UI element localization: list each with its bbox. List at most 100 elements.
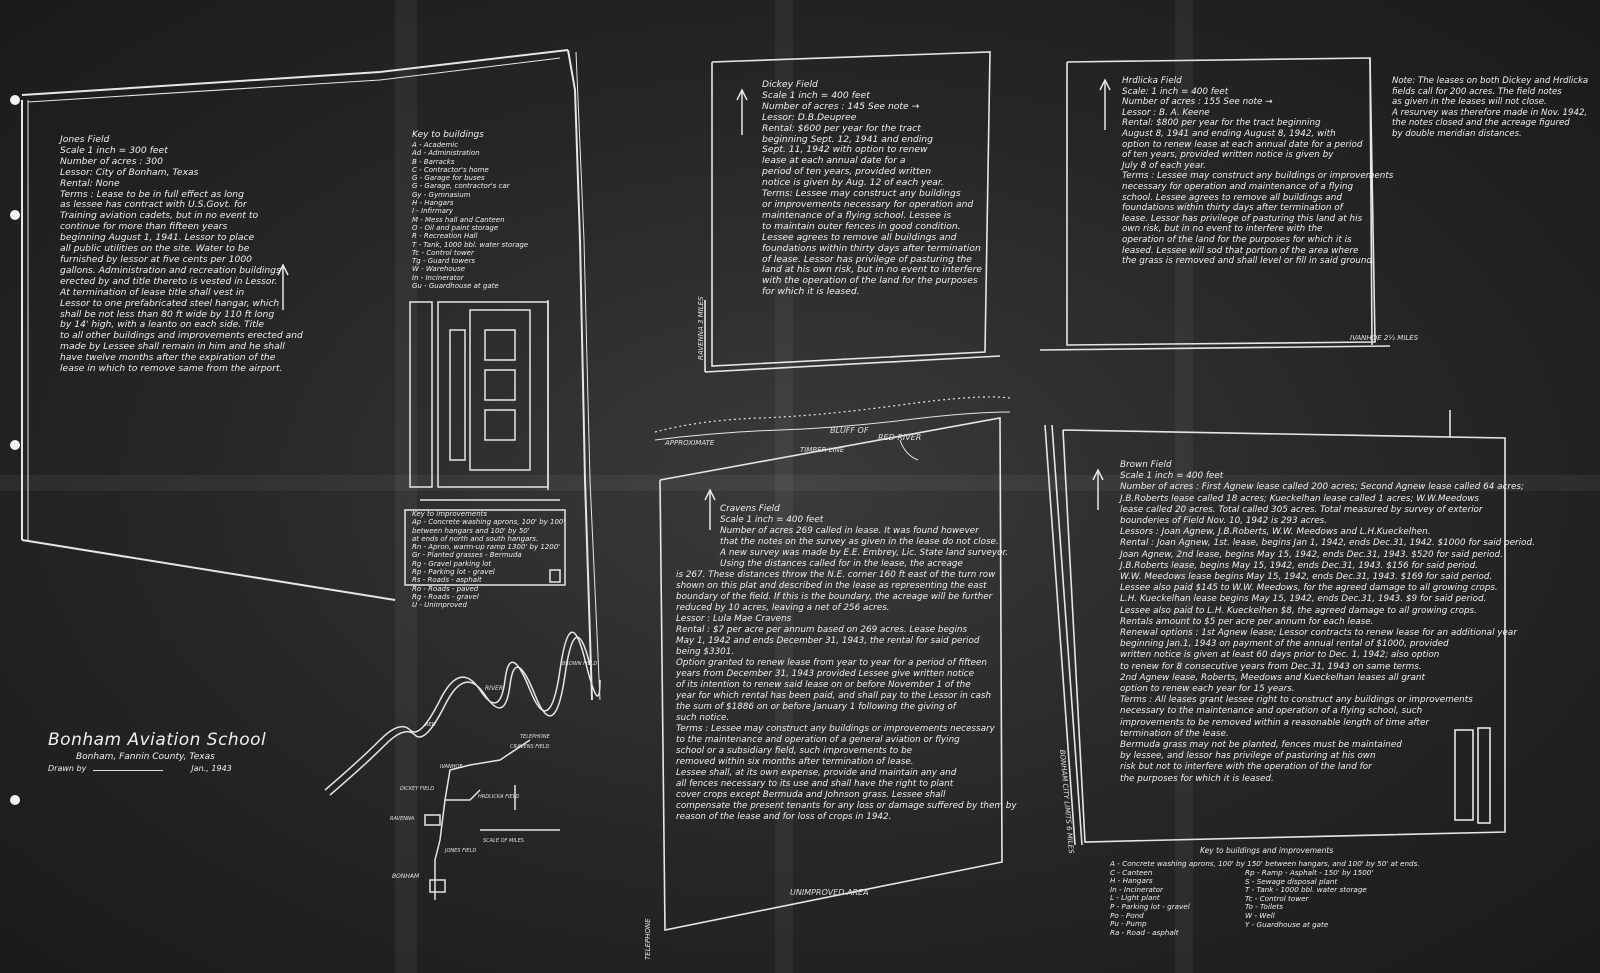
brown-key-left: A - Concrete washing aprons, 100' by 150…: [1110, 859, 1420, 937]
jones-line: beginning August 1, 1941. Lessor to plac…: [60, 232, 255, 244]
key-building-item: H - Hangars: [412, 199, 454, 208]
note-line: fields call for 200 acres. The field not…: [1392, 86, 1562, 97]
dickey-line: period of ten years, provided written: [762, 166, 932, 178]
loc-ivanhoe-label: IVANHOE: [440, 764, 463, 770]
hrdlicka-line: Scale: 1 inch = 400 feet: [1122, 86, 1229, 97]
brown-line: Joan Agnew, 2nd lease, begins May 15, 19…: [1120, 549, 1503, 560]
key-buildings-title: Key to buildings: [412, 130, 484, 140]
brown-key-item: Po - Pond: [1110, 910, 1144, 920]
dickey-field-notes: Dickey Field Scale 1 inch = 400 feet Num…: [762, 79, 982, 298]
jones-line: erected by and title thereto is vested i…: [60, 275, 278, 287]
brown-line: Lessors : Joan Agnew, J.B.Roberts, W.W. …: [1120, 527, 1431, 538]
brown-line: Renewal options : 1st Agnew lease; Lesso…: [1120, 628, 1517, 639]
dickey-line: notice is given by Aug. 12 of each year.: [762, 177, 944, 189]
unimproved-area-label: UNIMPROVED AREA: [790, 888, 869, 897]
dickey-line: Sept. 11, 1942 with option to renew: [762, 144, 928, 156]
fold-crease-horizontal: [0, 475, 1600, 491]
key-building-item: T - Tank, 1000 bbl. water storage: [412, 240, 529, 249]
hrdlicka-line: Terms : Lessee may construct any buildin…: [1122, 171, 1394, 182]
jones-field-boundary: [21, 49, 601, 701]
sheet-date: Jan., 1943: [191, 764, 232, 773]
brown-key-item: Y - Guardhouse at gate: [1245, 919, 1329, 929]
brown-key-item: Ra - Road - asphalt: [1110, 927, 1179, 937]
brown-key-right: Rp - Ramp - Asphalt - 150' by 1500' S - …: [1245, 868, 1374, 929]
key-building-item: Gy - Gymnasium: [412, 190, 471, 199]
jones-line: Rental: None: [60, 177, 120, 189]
cravens-line: Cravens Field: [720, 504, 780, 514]
hrdlicka-line: option to renew lease at each annual dat…: [1122, 139, 1363, 150]
hrdlicka-line: July 8 of each year.: [1122, 160, 1206, 171]
brown-line: option to renew each year for 15 years.: [1120, 684, 1295, 695]
brown-key-item: In - Incinerator: [1110, 884, 1163, 894]
dickey-line: Lessee agrees to remove all buildings an…: [762, 231, 957, 243]
cravens-line: A new survey was made by E.E. Embrey, Li…: [720, 548, 1009, 558]
brown-line: written notice is given at least 60 days…: [1120, 650, 1440, 661]
cravens-line: May 1, 1942 and ends December 31, 1943, …: [676, 636, 980, 646]
brown-line: bounderies of Field Nov. 10, 1942 is 293…: [1120, 516, 1328, 527]
cravens-field-boundary: [654, 396, 1011, 931]
jones-line: lease in which to remove same from the a…: [60, 363, 283, 375]
brown-line: J.B.Roberts lease called 18 acres; Kueck…: [1120, 493, 1479, 504]
punch-hole: [10, 440, 20, 450]
brown-line: Rentals amount to $5 per acre per annum …: [1120, 616, 1374, 627]
key-building-item: I - Infirmary: [412, 207, 454, 216]
loc-red-label: RED: [425, 722, 436, 728]
brown-line: Scale 1 inch = 400 feet: [1120, 471, 1224, 482]
key-building-item: A - Academic: [412, 141, 459, 149]
brown-line: Lessee also paid to L.H. Kueckelhen $8, …: [1120, 605, 1477, 616]
brown-line: to renew for 8 consecutive years from De…: [1120, 661, 1422, 672]
ravenna-road-label: RAVENNA 3 MILES: [697, 296, 705, 360]
brown-line: improvements to be removed within a reas…: [1120, 717, 1429, 728]
jones-line: Lessor to one prefabricated steel hangar…: [60, 297, 280, 309]
brown-key-item: To - Toilets: [1245, 902, 1283, 912]
drawn-by-label: Drawn by: [48, 764, 87, 773]
dickey-line: Lessor: D.B.Deupree: [762, 111, 857, 123]
key-building-item: R - Recreation Hall: [412, 232, 478, 241]
key-to-buildings: Key to buildings A - Academic Ad - Admin…: [412, 130, 528, 290]
hrdlicka-line: operation of the land for the purposes f…: [1122, 234, 1352, 245]
brown-key-item: C - Canteen: [1110, 867, 1153, 877]
cravens-line: to the maintenance and operation of a ge…: [676, 735, 960, 745]
key-improvement-item: at ends of north and south hangars.: [412, 534, 539, 543]
dickey-line: land at his own risk, but in no event to…: [762, 264, 982, 276]
brown-line: beginning Jan.1, 1943 on payment of the …: [1120, 639, 1449, 650]
loc-bonham: BONHAM: [392, 873, 420, 880]
jones-line: gallons. Administration and recreation b…: [60, 264, 281, 276]
cravens-line: Rental : $7 per acre per annum based on …: [676, 625, 968, 635]
loc-dickey: DICKEY FIELD: [400, 786, 434, 792]
cravens-line: compensate the present tenants for any l…: [676, 801, 1017, 811]
hrdlicka-field-notes: Hrdlicka Field Scale: 1 inch = 400 feet …: [1122, 76, 1393, 267]
dickey-line: lease at each annual date for a: [762, 155, 906, 167]
jones-airfield-layout: [404, 300, 566, 586]
cravens-line: is 267. These distances throw the N.E. c…: [676, 570, 996, 580]
hrdlicka-line: leased. Lessee will sod that portion of …: [1122, 245, 1359, 256]
key-improvement-item: Rg - Roads - gravel: [412, 592, 479, 601]
brown-line: Terms : All leases grant lessee right to…: [1120, 695, 1473, 706]
cravens-line: reason of the lease and for loss of crop…: [676, 812, 892, 822]
hrdlicka-line: August 8, 1941 and ending August 8, 1942…: [1122, 128, 1336, 139]
cravens-line: years from December 31, 1943 provided Le…: [676, 669, 975, 679]
hrdlicka-line: Number of acres : 155 See note →: [1122, 97, 1273, 108]
cravens-line: Option granted to renew lease from year …: [676, 658, 987, 668]
brown-key-item: Rp - Ramp - Asphalt - 150' by 1500': [1245, 868, 1374, 877]
key-improvement-item: Rn - Apron, warm-up ramp 1300' by 1200': [412, 543, 561, 552]
dickey-line: Number of acres : 145 See note →: [762, 100, 920, 112]
brown-line: Lessee also paid $145 to W.W. Meedows, f…: [1120, 583, 1498, 594]
brown-line: 2nd Agnew lease, Roberts, Meedows and Ku…: [1120, 672, 1425, 683]
key-improvement-item: U - Unimproved: [412, 601, 467, 610]
brown-key-item: T - Tank - 1000 bbl. water storage: [1245, 885, 1367, 895]
key-building-item: B - Barracks: [412, 157, 455, 166]
cravens-line: Number of acres 269 called in lease. It …: [720, 526, 979, 536]
jones-line: Terms : Lease to be in full effect as lo…: [60, 188, 244, 200]
loc-brown-field: BROWN FIELD: [562, 661, 597, 667]
brown-line: L.H. Kueckelhan lease begins May 15, 194…: [1120, 594, 1487, 605]
jones-line: furnished by lessor at five cents per 10…: [60, 253, 253, 265]
hrdlicka-line: necessary for operation and maintenance …: [1122, 181, 1354, 192]
brown-line: Rental : Joan Agnew, 1st. lease, begins …: [1120, 538, 1535, 549]
punch-hole: [10, 210, 20, 220]
key-improvement-item: Gr - Planted grasses - Bermuda: [412, 551, 522, 560]
cravens-line: that the notes on the survey as given in…: [720, 537, 999, 547]
bluff-label: BLUFF OF: [830, 426, 869, 435]
jones-line: have twelve months after the expiration …: [60, 352, 276, 364]
